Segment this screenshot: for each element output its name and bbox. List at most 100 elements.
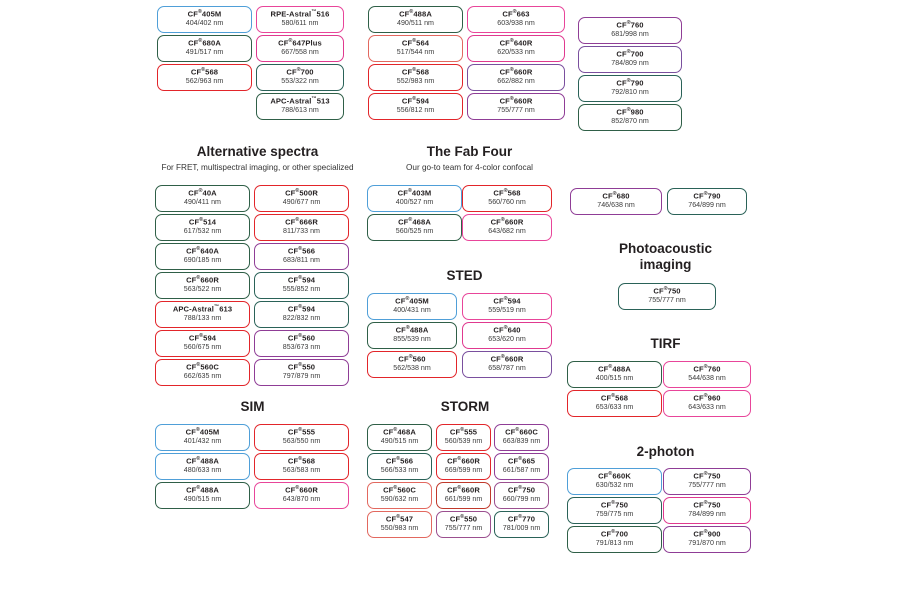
dye-wavelength: 556/812 nm	[396, 106, 435, 115]
dye-name: CF®750	[653, 286, 681, 296]
dye-name: CF®790	[616, 78, 644, 88]
dye-name: CF®750	[600, 500, 629, 510]
dye-wavelength: 552/983 nm	[396, 77, 435, 86]
dye-name: CF®660R	[499, 96, 533, 106]
dye-name: CF®560C	[383, 485, 416, 495]
dye-name: CF®568	[401, 67, 430, 77]
dye-name: CF®560C	[186, 362, 219, 372]
dye-name: CF®594	[401, 96, 430, 106]
dye-name: CF®980	[616, 107, 644, 117]
dye-wavelength: 580/611 nm	[281, 19, 319, 28]
dye-wavelength: 822/832 nm	[282, 314, 321, 323]
dye-name: CF®488A	[186, 485, 219, 495]
dye-name: APC-Astral™513	[270, 96, 330, 106]
dye-name: CF®663	[502, 9, 530, 19]
dye-wavelength: 662/635 nm	[183, 372, 222, 381]
dye-wavelength: 755/777 nm	[444, 524, 483, 533]
dye-wavelength: 563/550 nm	[282, 437, 321, 446]
dye-name: CF®594	[287, 275, 316, 285]
dye-name: CF®468A	[383, 427, 416, 437]
dye-name: CF®488A	[598, 364, 631, 374]
dye-wavelength: 603/938 nm	[497, 19, 535, 28]
dye-wavelength: 491/517 nm	[185, 48, 224, 57]
